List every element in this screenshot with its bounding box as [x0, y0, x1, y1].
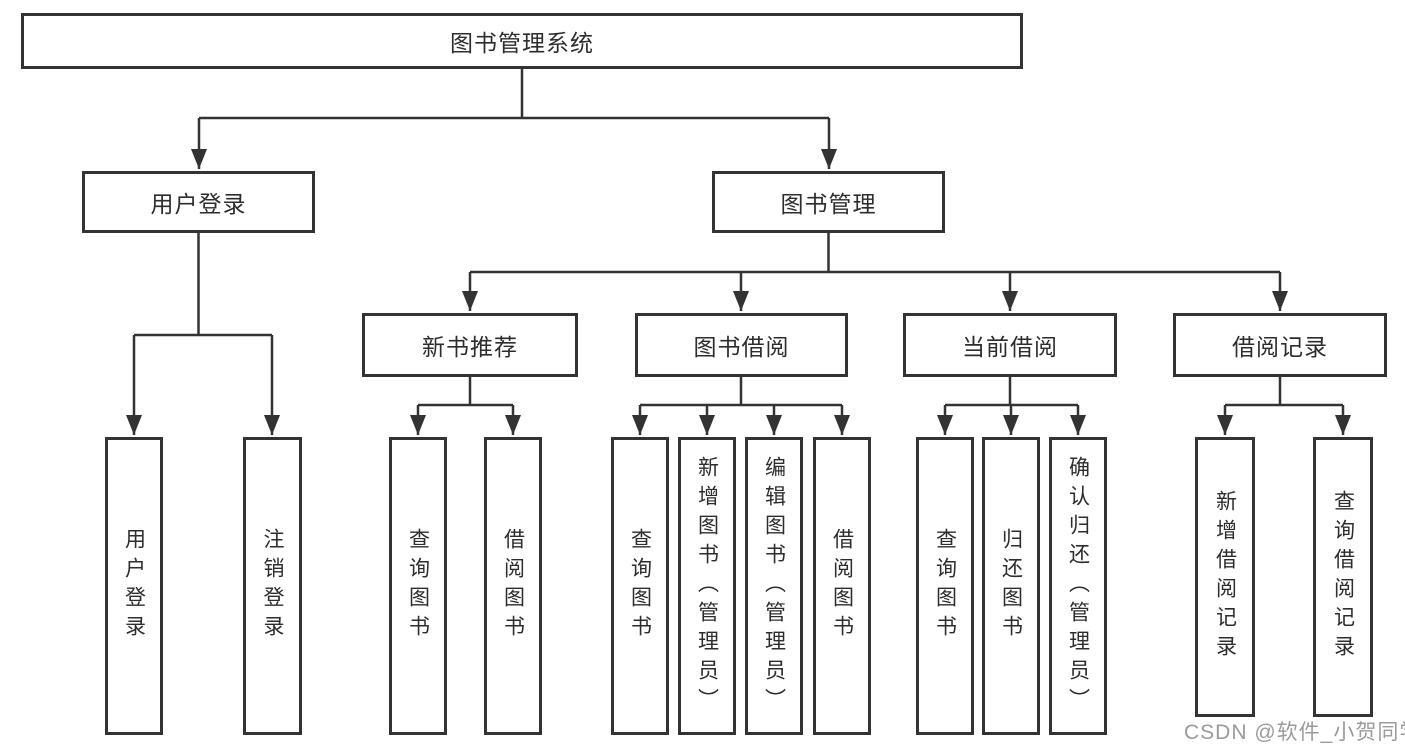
leaf-borrow-query-book: 查询图书: [611, 437, 669, 735]
node-user-login-label: 用户登录: [150, 191, 247, 217]
node-book-management: 图书管理: [712, 171, 945, 233]
leaf-user-login: 用户登录: [105, 437, 163, 735]
leaf-records-add-record: 新增借阅记录: [1195, 437, 1255, 717]
node-new-book-recommend: 新书推荐: [362, 313, 578, 377]
leaf-current-query-book-label: 查询图书: [933, 528, 957, 644]
leaf-recommend-query-book-label: 查询图书: [406, 528, 430, 644]
node-user-login: 用户登录: [82, 171, 315, 233]
leaf-current-query-book: 查询图书: [916, 437, 974, 735]
csdn-watermark: CSDN @软件_小贺同学: [1184, 721, 1405, 744]
leaf-logout-label: 注销登录: [261, 528, 284, 644]
node-root-library-system: 图书管理系统: [21, 13, 1023, 69]
node-current-borrow: 当前借阅: [903, 313, 1117, 377]
leaf-records-add-record-label: 新增借阅记录: [1213, 490, 1237, 664]
leaf-current-return-book-label: 归还图书: [999, 528, 1023, 644]
node-new-book-recommend-label: 新书推荐: [422, 334, 518, 360]
leaf-current-confirm-return-admin: 确认归还（管理员）: [1049, 437, 1107, 735]
leaf-records-query-record-label: 查询借阅记录: [1331, 490, 1355, 664]
leaf-borrow-edit-book-admin-label: 编辑图书（管理员）: [762, 455, 786, 717]
leaf-borrow-edit-book-admin: 编辑图书（管理员）: [745, 437, 803, 735]
leaf-borrow-add-book-admin: 新增图书（管理员）: [678, 437, 736, 735]
leaf-borrow-borrow-book: 借阅图书: [813, 437, 871, 735]
leaf-records-query-record: 查询借阅记录: [1313, 437, 1373, 717]
node-book-borrow-label: 图书借阅: [693, 334, 790, 360]
leaf-borrow-borrow-book-label: 借阅图书: [830, 528, 854, 644]
leaf-current-return-book: 归还图书: [982, 437, 1040, 735]
node-borrow-records: 借阅记录: [1173, 313, 1387, 377]
leaf-user-login-label: 用户登录: [122, 528, 146, 644]
node-current-borrow-label: 当前借阅: [962, 334, 1058, 360]
leaf-current-confirm-return-admin-label: 确认归还（管理员）: [1066, 455, 1090, 717]
leaf-recommend-borrow-book-label: 借阅图书: [501, 528, 525, 644]
node-book-borrow: 图书借阅: [635, 313, 848, 377]
node-borrow-records-label: 借阅记录: [1232, 334, 1328, 360]
leaf-borrow-query-book-label: 查询图书: [628, 528, 652, 644]
node-root-label: 图书管理系统: [450, 30, 594, 56]
node-book-management-label: 图书管理: [780, 191, 877, 217]
leaf-recommend-query-book: 查询图书: [389, 437, 447, 735]
leaf-recommend-borrow-book: 借阅图书: [484, 437, 542, 735]
leaf-logout: 注销登录: [243, 437, 302, 735]
leaf-borrow-add-book-admin-label: 新增图书（管理员）: [695, 455, 719, 717]
